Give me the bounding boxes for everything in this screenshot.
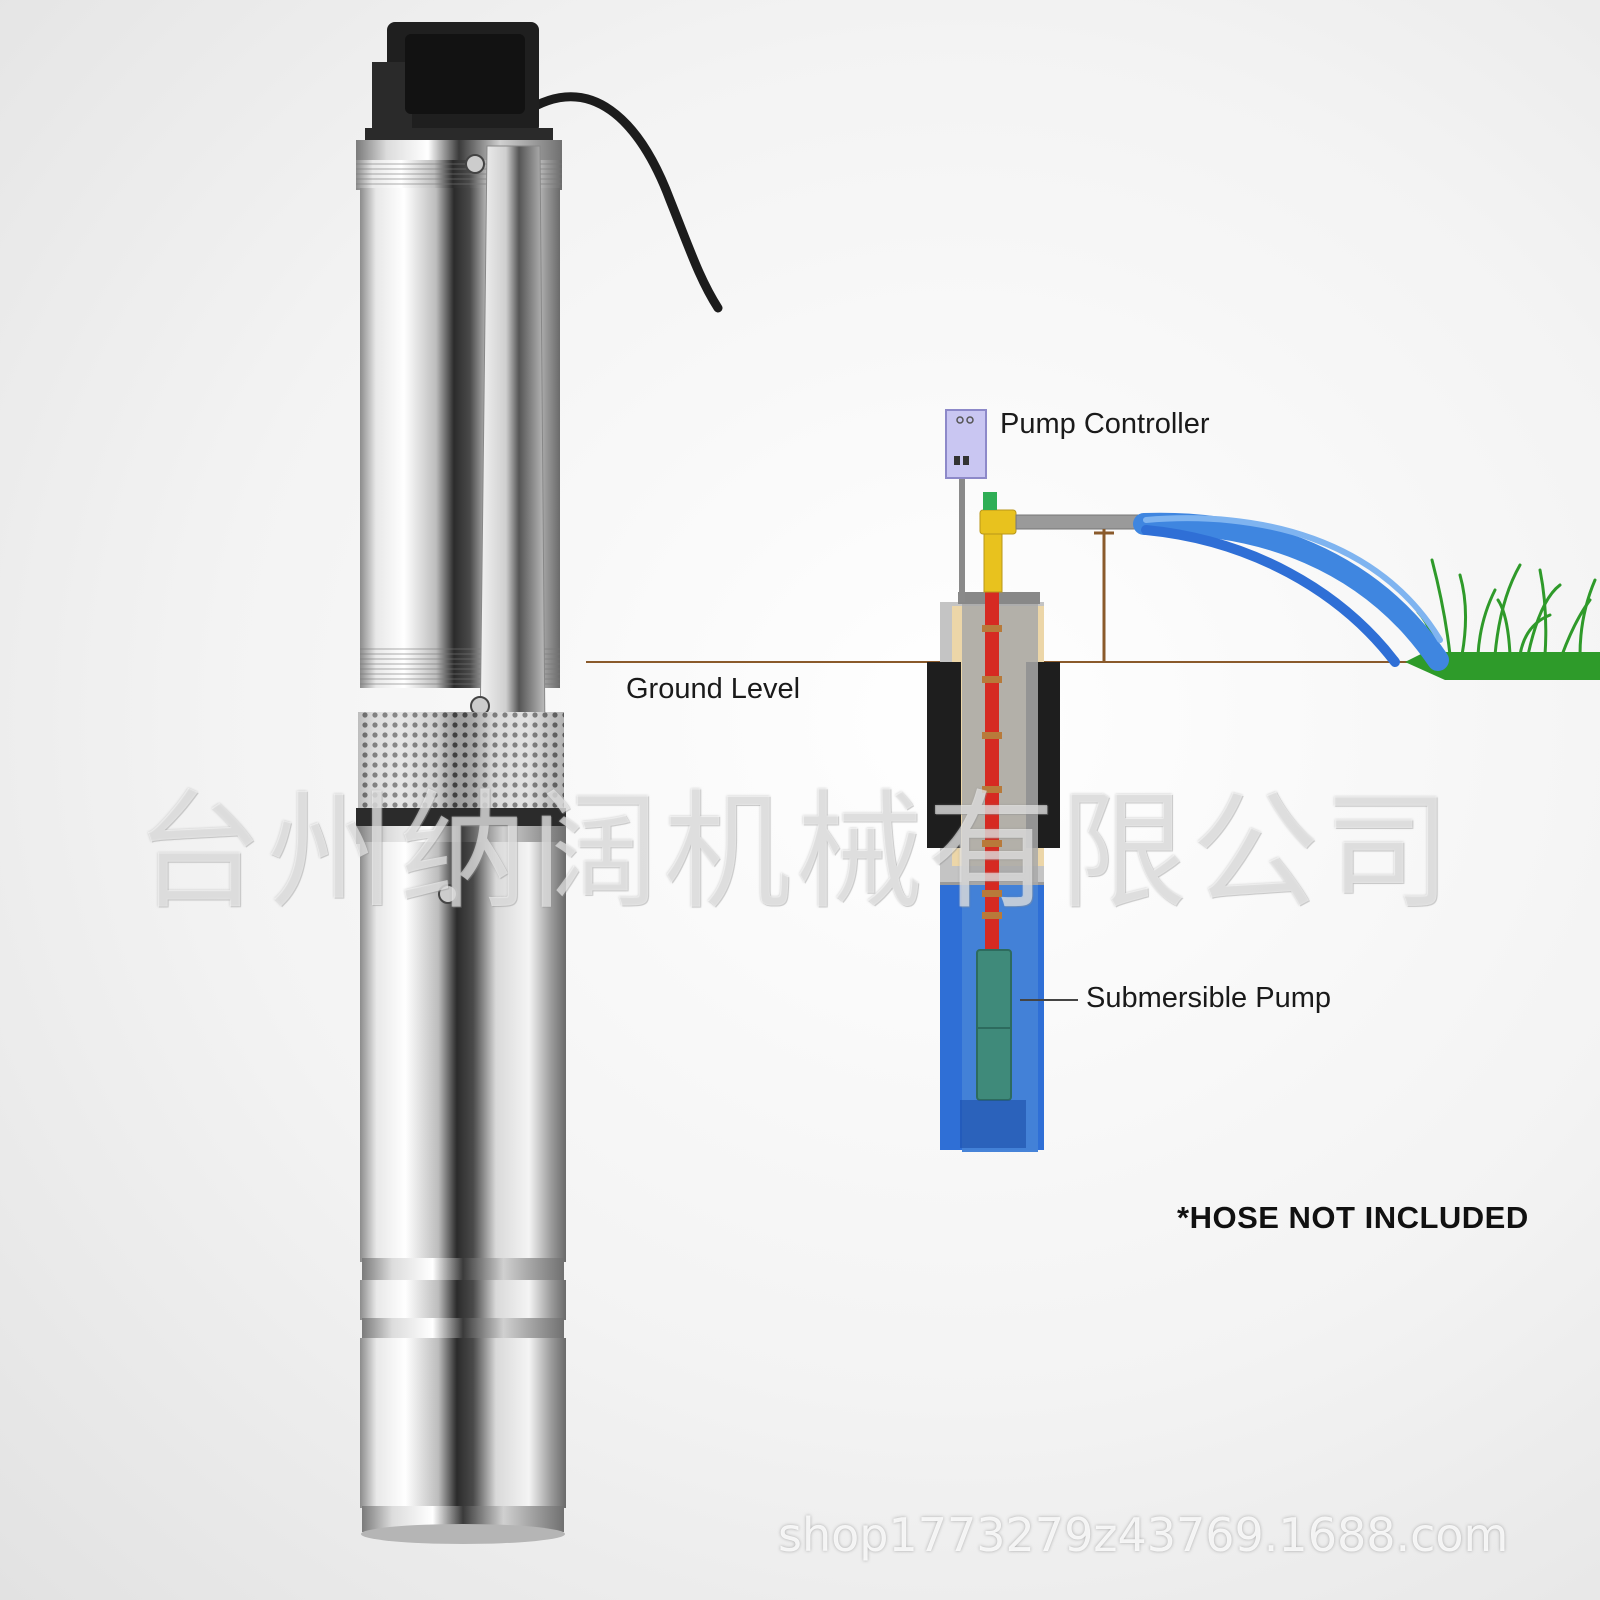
company-watermark: 台州纳阔机械有限公司 [135,778,1456,927]
submersible-pump-icon [976,949,1012,1101]
submersible-pump-label: Submersible Pump [1086,982,1331,1014]
discharge-pipe [1015,514,1143,530]
hose-not-included-note: *HOSE NOT INCLUDED [1177,1200,1529,1235]
power-cable [520,92,723,313]
well-casing-left [927,662,961,848]
ground-level-label: Ground Level [626,673,801,705]
drop-pipe [985,560,999,950]
grass-blades [1416,558,1597,657]
pump-controller-label: Pump Controller [1000,408,1210,440]
grass-icon [1405,652,1600,680]
pipe-couplings [982,625,1002,919]
water-spray-icon [1133,512,1449,671]
pump-controller-icon [945,409,987,479]
shop-url-watermark: shop1773279z43769.1688.com [778,1508,1509,1562]
